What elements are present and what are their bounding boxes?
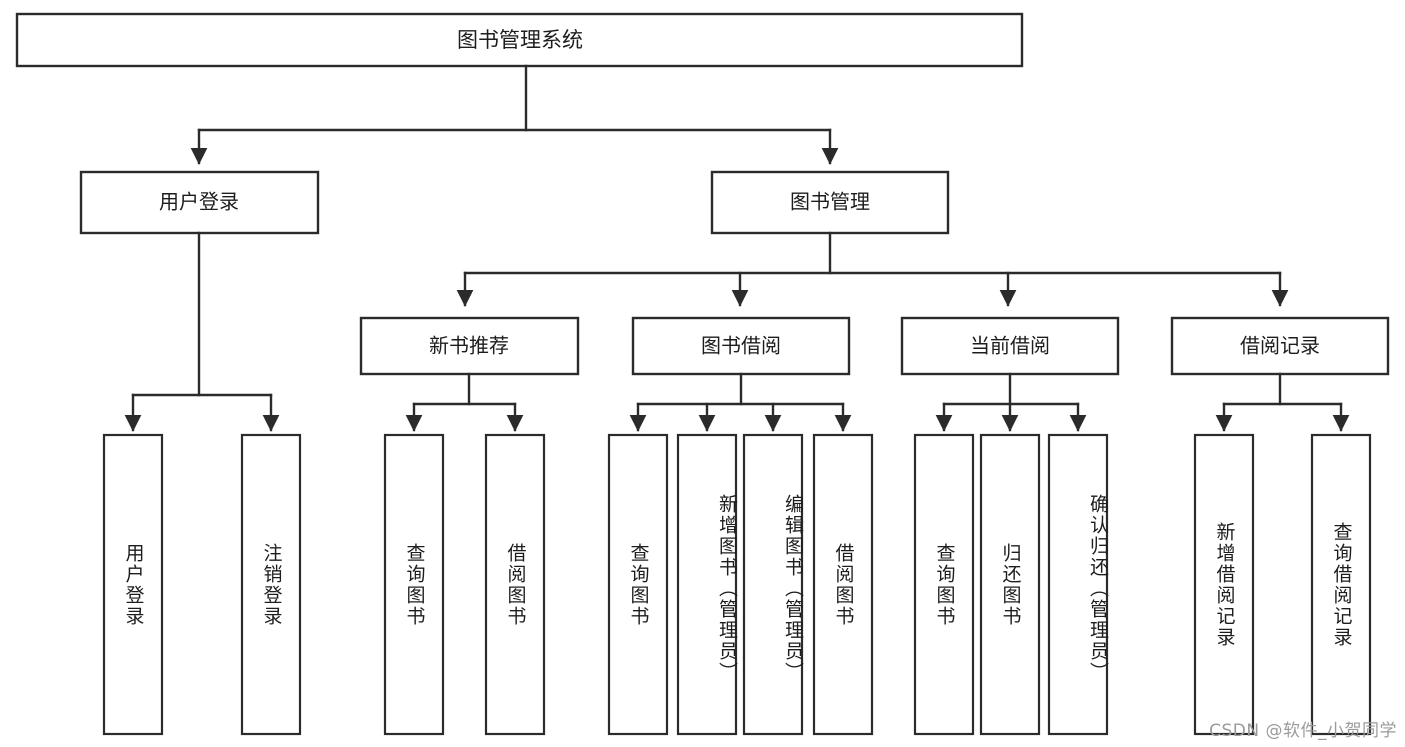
node-book-borrow-label: 图书借阅 — [701, 334, 781, 358]
node-book-manage-label: 图书管理 — [790, 190, 870, 214]
leaf-box-new-book-0[interactable] — [383, 433, 445, 736]
node-book-borrow-box — [631, 316, 851, 376]
node-root-label: 图书管理系统 — [457, 28, 583, 52]
node-new-book-recommend-box — [359, 316, 580, 376]
connector-book-manage-to-level3 — [456, 231, 1289, 307]
node-current-borrow-box — [900, 316, 1120, 376]
node-new-book-recommend-label: 新书推荐 — [429, 334, 509, 358]
connector-user-login-to-leaves — [124, 231, 280, 432]
connector-borrow-records-to-leaves — [1215, 372, 1350, 432]
leaf-box-borrow-records-1[interactable] — [1310, 433, 1372, 736]
leaf-box-book-borrow-0[interactable] — [607, 433, 669, 736]
connector-root-to-level2 — [190, 64, 839, 165]
node-borrow-records-label: 借阅记录 — [1240, 334, 1320, 358]
node-borrow-records[interactable]: 借阅记录 — [1170, 316, 1390, 376]
leaf-box-book-borrow-2[interactable] — [742, 433, 804, 736]
leaf-box-book-borrow-1[interactable] — [676, 433, 738, 736]
node-book-borrow[interactable]: 图书借阅 — [631, 316, 851, 376]
node-borrow-records-box — [1170, 316, 1390, 376]
connector-new-book-to-leaves — [405, 372, 524, 432]
leaf-box-user-login-0[interactable] — [102, 433, 164, 736]
connector-current-borrow-to-leaves — [935, 372, 1087, 432]
node-root-box — [15, 12, 1024, 68]
leaf-box-book-borrow-3[interactable] — [812, 433, 874, 736]
connector-book-borrow-to-leaves — [629, 372, 852, 432]
node-root[interactable]: 图书管理系统 — [15, 12, 1024, 68]
node-book-manage-box — [710, 170, 950, 235]
leaf-box-new-book-1[interactable] — [484, 433, 546, 736]
leaf-box-current-borrow-1[interactable] — [979, 433, 1041, 736]
node-book-manage[interactable]: 图书管理 — [710, 170, 950, 235]
leaf-box-user-login-1[interactable] — [240, 433, 302, 736]
node-user-login[interactable]: 用户登录 — [79, 170, 320, 235]
node-current-borrow-label: 当前借阅 — [970, 334, 1050, 358]
leaf-box-borrow-records-0[interactable] — [1193, 433, 1255, 736]
leaf-box-current-borrow-2[interactable] — [1047, 433, 1109, 736]
node-user-login-label: 用户登录 — [159, 190, 239, 214]
node-new-book-recommend[interactable]: 新书推荐 — [359, 316, 580, 376]
csdn-watermark: CSDN @软件_小贺同学 — [1209, 721, 1397, 741]
node-current-borrow[interactable]: 当前借阅 — [900, 316, 1120, 376]
leaf-box-current-borrow-0[interactable] — [913, 433, 975, 736]
